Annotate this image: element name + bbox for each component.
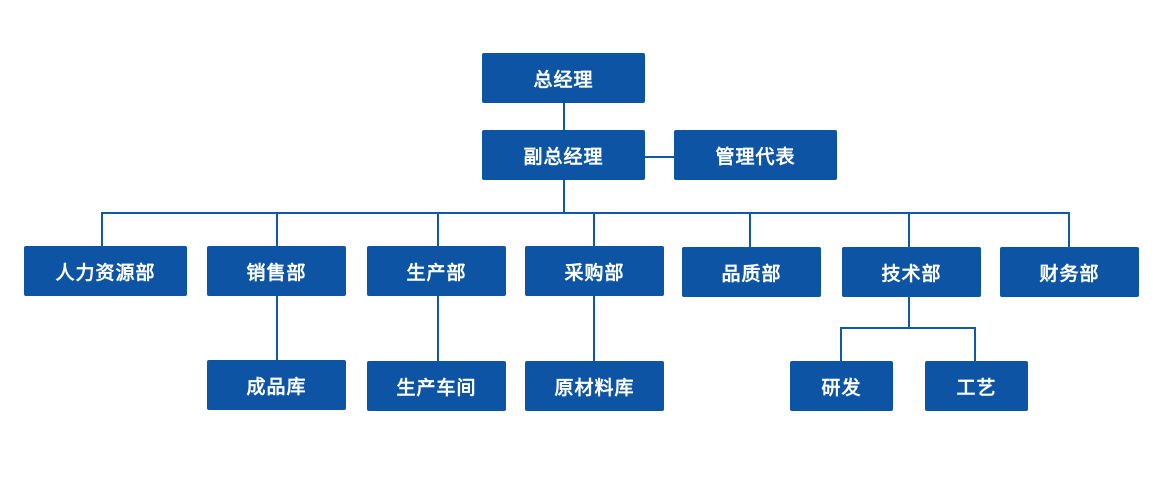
node-deputy-general-manager: 副总经理 [482,130,645,180]
node-finance-department: 财务部 [1000,247,1139,297]
connector-bus-to-hr [101,212,103,247]
connector-bus-to-technology [908,212,910,247]
connector-technology-down [908,297,910,328]
connector-gm-to-deputy [563,103,565,131]
connector-production-to-workshop [437,296,439,361]
connector-bus-to-sales [276,212,278,247]
node-production-workshop: 生产车间 [367,361,506,411]
node-process-engineering: 工艺 [925,361,1028,411]
connector-deputy-to-rep [644,156,675,158]
connector-bus-to-production [437,212,439,247]
node-raw-material-warehouse: 原材料库 [525,361,664,411]
node-quality-department: 品质部 [682,247,821,297]
connector-bus-to-quality [749,212,751,247]
node-purchasing-department: 采购部 [525,246,664,296]
connector-purchasing-to-raw-material [593,296,595,361]
connector-department-bus [101,212,1070,214]
node-production-department: 生产部 [367,246,506,296]
connector-bus-to-finance [1068,212,1070,247]
connector-sales-to-finished-goods [276,296,278,361]
connector-branch-to-rd [840,327,842,361]
node-hr-department: 人力资源部 [24,246,187,296]
node-research-development: 研发 [790,361,893,411]
node-finished-goods-warehouse: 成品库 [207,360,346,410]
connector-branch-to-process [974,327,976,361]
connector-deputy-to-bus [563,180,565,213]
connector-bus-to-purchasing [593,212,595,247]
node-sales-department: 销售部 [207,246,346,296]
connector-technology-branch [840,327,976,329]
node-technology-department: 技术部 [842,247,981,297]
node-management-representative: 管理代表 [674,130,837,180]
node-general-manager: 总经理 [482,53,645,103]
